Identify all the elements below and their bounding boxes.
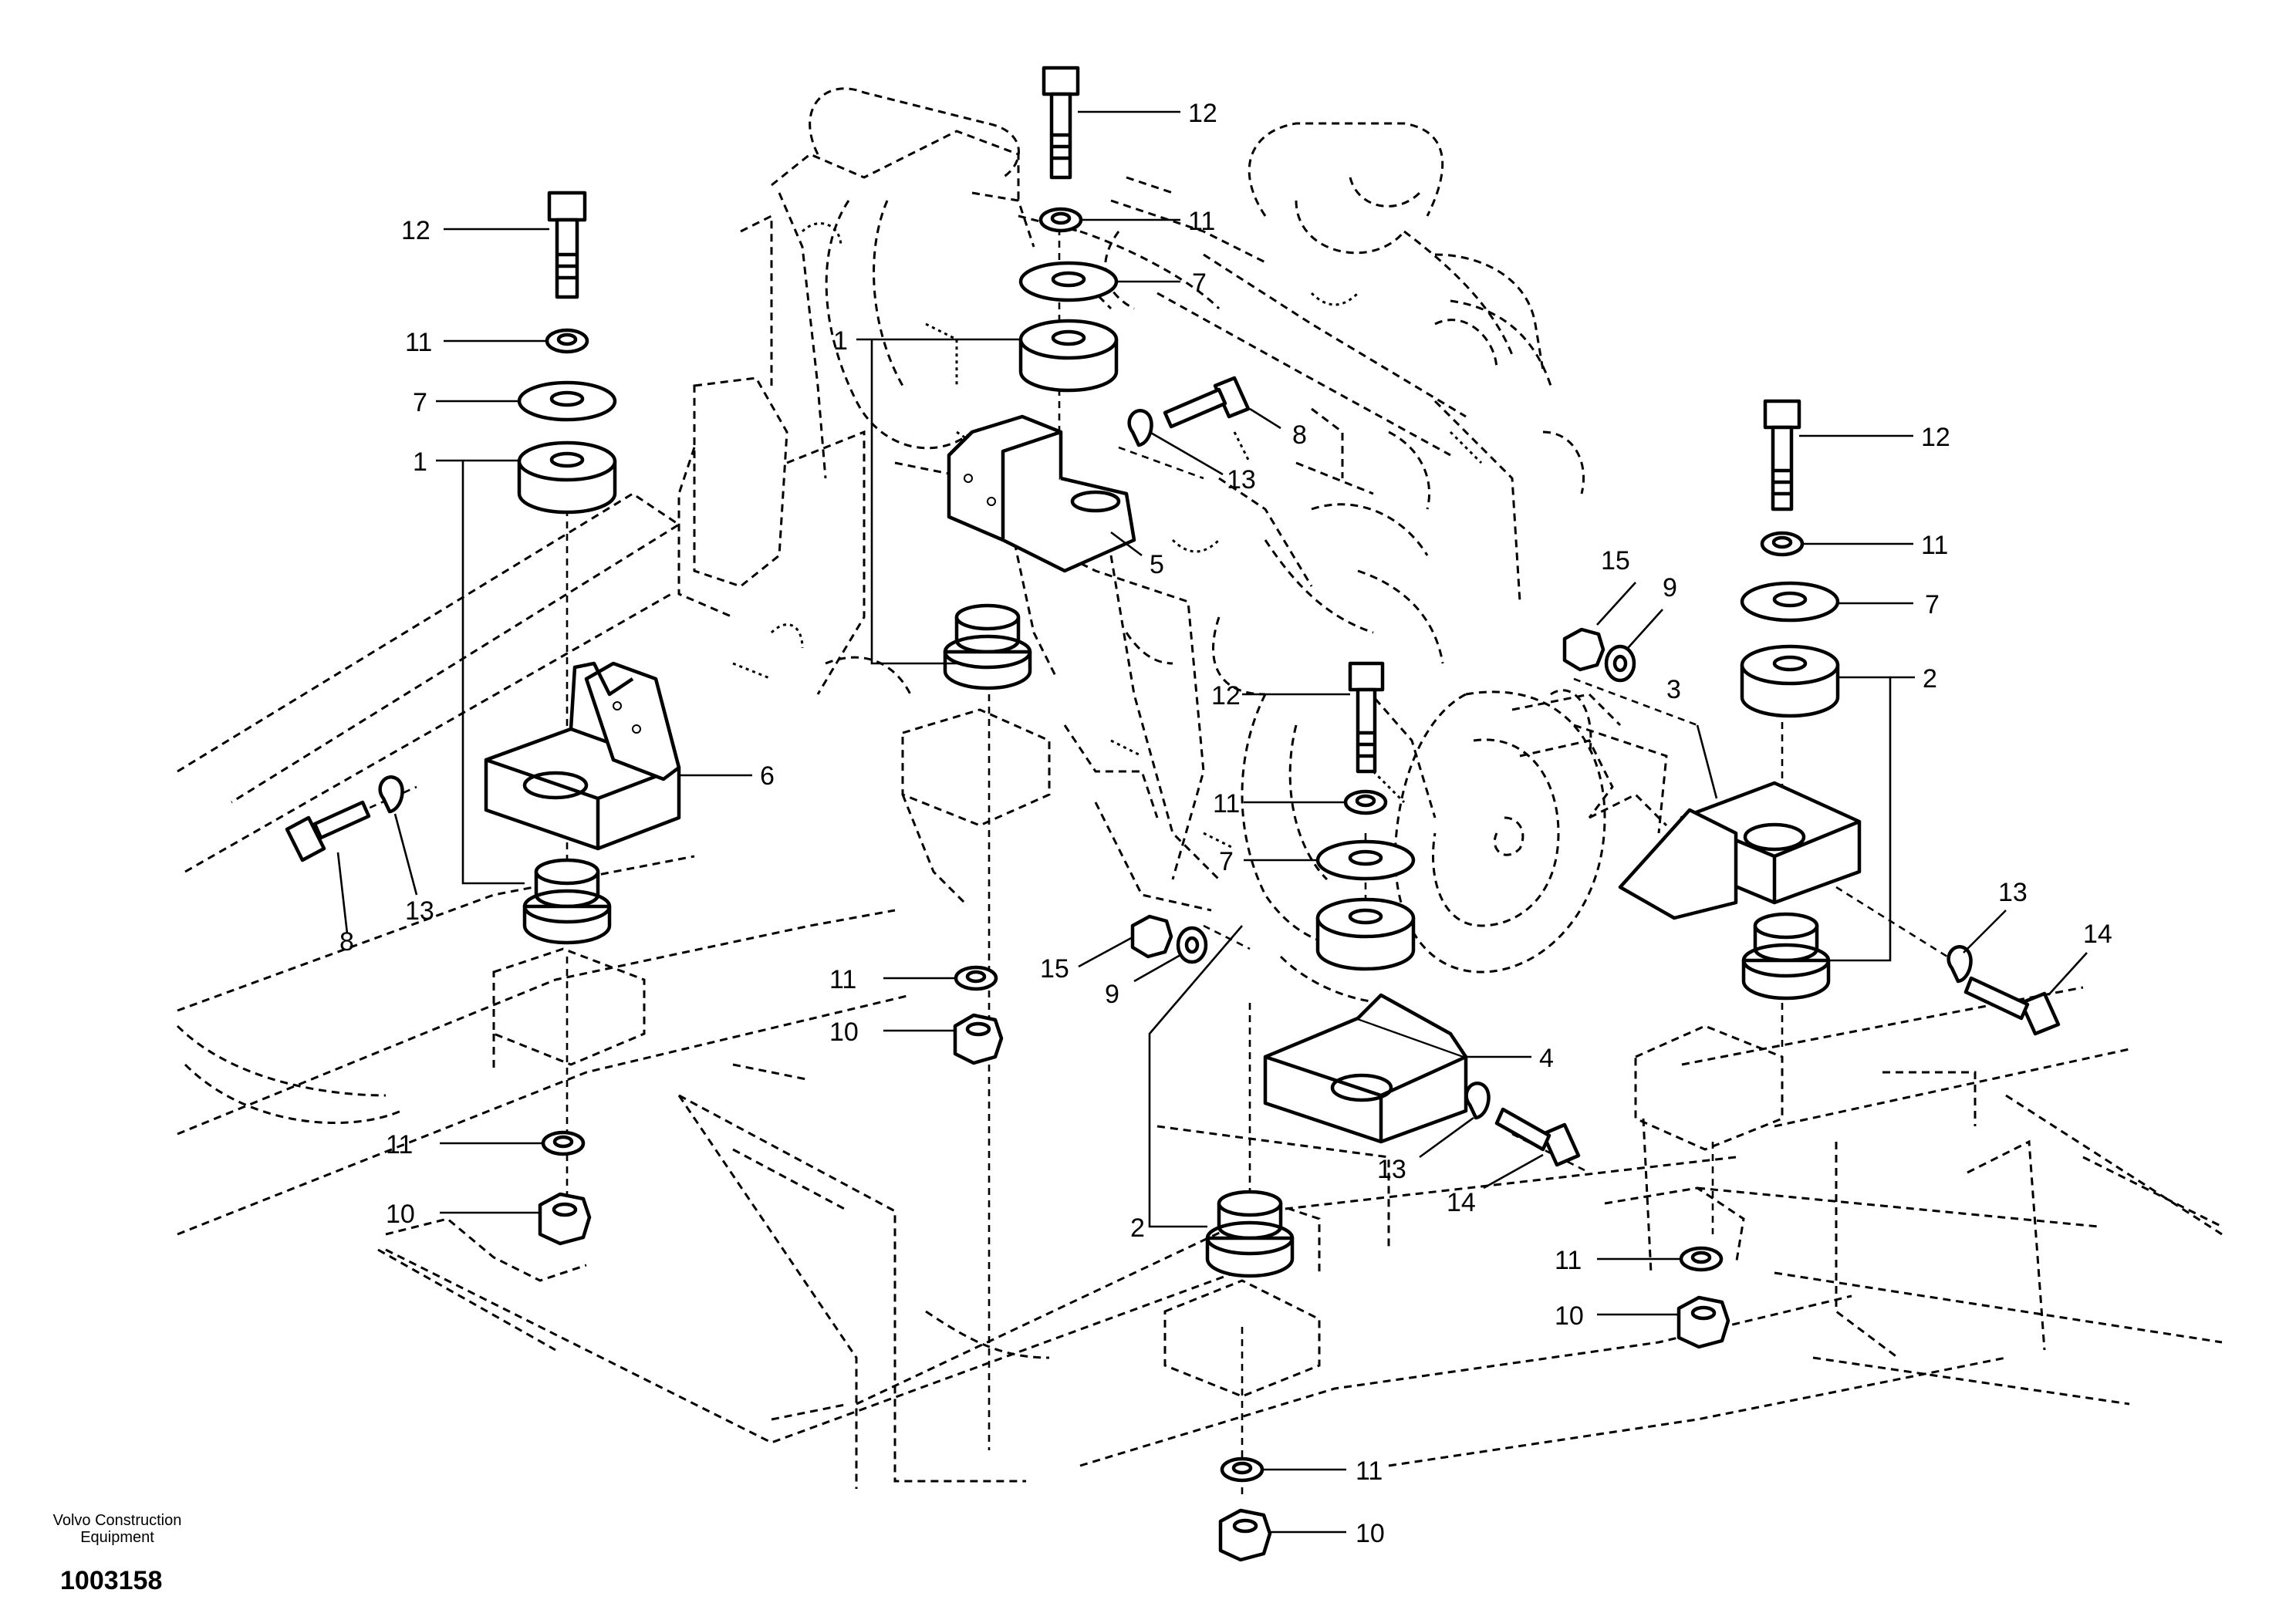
callout-10: 10	[386, 1200, 415, 1229]
washers-11	[541, 207, 1805, 1483]
callout-13: 13	[1227, 465, 1256, 494]
callout-7: 7	[1192, 268, 1207, 298]
callout-12: 12	[401, 216, 430, 245]
bolt-12-left	[547, 191, 587, 299]
nuts-10	[538, 627, 1730, 1562]
callout-11: 11	[386, 1130, 413, 1159]
callout-9: 9	[1105, 980, 1119, 1009]
callout-11: 11	[1356, 1456, 1383, 1486]
callout-12: 12	[1921, 423, 1950, 452]
callout-11: 11	[1555, 1246, 1582, 1275]
callout-1: 1	[833, 326, 848, 356]
frame-outline	[176, 492, 2223, 1489]
bracket-6	[484, 661, 681, 851]
leader-lines	[336, 110, 2088, 1534]
bracket-4	[1263, 993, 1468, 1144]
callout-10: 10	[829, 1018, 859, 1047]
callout-15: 15	[1601, 546, 1630, 575]
callout-14: 14	[1447, 1188, 1476, 1217]
bolt-8-top	[1163, 376, 1251, 429]
callout-1: 1	[413, 447, 427, 477]
brand-line-1: Volvo Construction	[52, 1512, 182, 1529]
callout-12: 12	[1211, 681, 1241, 710]
callout-5: 5	[1150, 550, 1164, 579]
callout-7: 7	[413, 388, 427, 417]
spring-washers-13	[378, 409, 1973, 1120]
callout-11: 11	[1213, 789, 1240, 818]
engine-outline	[677, 87, 1668, 1004]
washers-7	[517, 261, 1840, 881]
callout-8: 8	[339, 927, 354, 957]
brand-line-2: Equipment	[80, 1529, 154, 1546]
callout-3: 3	[1666, 675, 1681, 704]
cushions-upper	[517, 319, 1840, 971]
callout-7: 7	[1219, 847, 1234, 876]
cushions-lower	[522, 603, 1831, 1278]
callout-13: 13	[1998, 878, 2028, 907]
callout-13: 13	[405, 896, 434, 926]
callout-9: 9	[1663, 573, 1677, 602]
bolt-14-right	[1963, 976, 2061, 1036]
callout-7: 7	[1925, 590, 1940, 619]
bolt-12-center	[1348, 661, 1385, 774]
bracket-5	[947, 414, 1136, 573]
callout-8: 8	[1292, 420, 1307, 450]
bolt-12-top	[1042, 66, 1080, 180]
callout-13: 13	[1377, 1155, 1406, 1184]
callout-11: 11	[1188, 207, 1215, 236]
callout-11: 11	[1921, 531, 1948, 560]
callout-15: 15	[1040, 954, 1069, 984]
bolt-12-right	[1763, 399, 1801, 511]
callout-10: 10	[1356, 1519, 1385, 1548]
callout-2: 2	[1923, 664, 1937, 694]
brand-label: Volvo Construction Equipment	[32, 1512, 202, 1546]
callout-2: 2	[1130, 1213, 1145, 1243]
document-number: 1003158	[60, 1566, 163, 1595]
bracket-3	[1618, 781, 1862, 920]
callout-4: 4	[1539, 1044, 1554, 1073]
bolt-8-left	[285, 800, 371, 862]
callout-6: 6	[760, 761, 775, 791]
callout-10: 10	[1555, 1301, 1584, 1331]
callout-labels: 12 11 7 1 6 8 13 11 10 11 10 12 11 7 1 8…	[339, 99, 2112, 1548]
callout-14: 14	[2083, 920, 2112, 949]
bolt-14-center	[1494, 1107, 1581, 1167]
callout-11: 11	[405, 328, 432, 357]
callout-12: 12	[1188, 99, 1217, 128]
callout-11: 11	[829, 965, 856, 994]
washers-9	[1176, 644, 1636, 964]
frame-mount-pads	[492, 708, 1784, 1398]
